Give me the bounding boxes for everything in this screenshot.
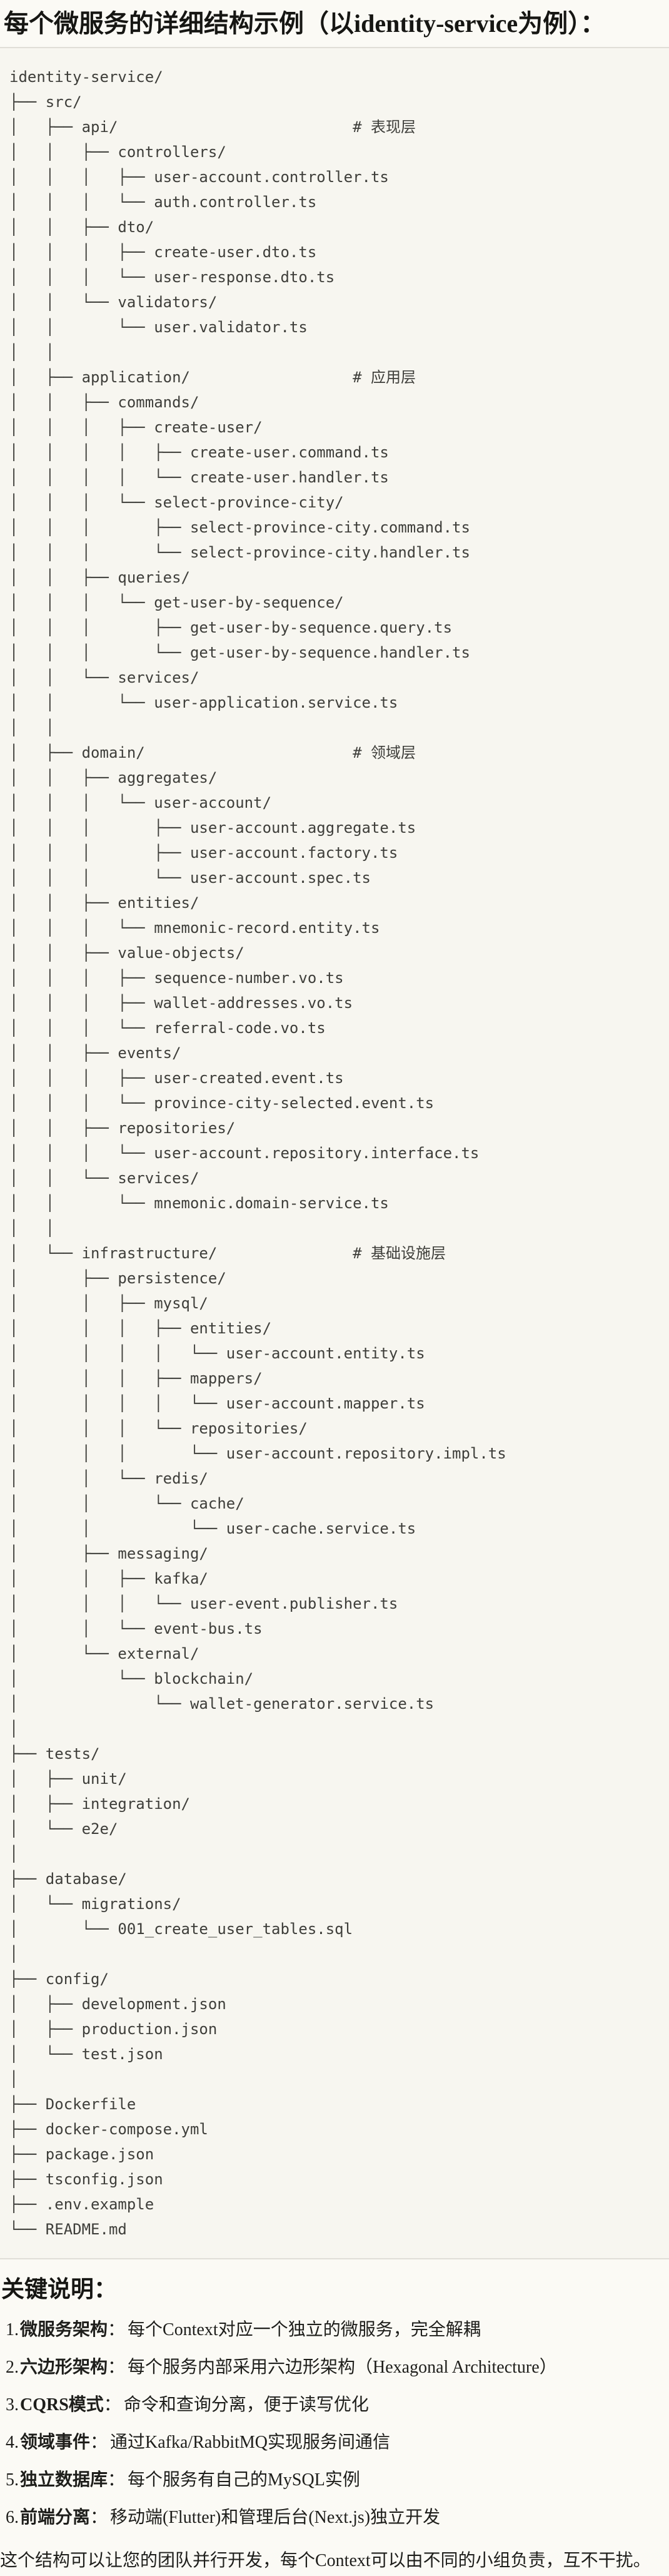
list-item: 5.独立数据库：每个服务有自己的MySQL实例 (6, 2470, 663, 2491)
item-number: 5. (6, 2470, 19, 2490)
list-item: 1.微服务架构：每个Context对应一个独立的微服务，完全解耦 (6, 2319, 663, 2341)
item-term: 前端分离 (20, 2508, 91, 2527)
item-number: 3. (6, 2395, 19, 2415)
item-description: 移动端(Flutter)和管理后台(Next.js)独立开发 (110, 2508, 441, 2527)
list-item: 2.六边形架构：每个服务内部采用六边形架构（Hexagonal Architec… (6, 2357, 663, 2378)
key-notes-heading: 关键说明： (1, 2277, 117, 2303)
item-number: 6. (6, 2508, 19, 2527)
item-description: 每个服务内部采用六边形架构（Hexagonal Architecture） (128, 2358, 557, 2377)
item-description: 命令和查询分离，便于读写优化 (123, 2395, 369, 2415)
list-item: 3.CQRS模式：命令和查询分离，便于读写优化 (6, 2395, 663, 2416)
item-description: 每个Context对应一个独立的微服务，完全解耦 (128, 2320, 481, 2339)
item-separator: ： (108, 2358, 126, 2377)
key-notes-list: 1.微服务架构：每个Context对应一个独立的微服务，完全解耦 2.六边形架构… (0, 2319, 663, 2528)
directory-tree: identity-service/ ├── src/ │ ├── api/ # … (0, 47, 669, 2259)
page-title: 每个微服务的详细结构示例（以identity-service为例）： (4, 9, 606, 38)
item-separator: ： (90, 2508, 108, 2527)
item-number: 4. (6, 2433, 19, 2452)
item-term: 独立数据库 (20, 2470, 108, 2490)
item-term: 领域事件 (20, 2433, 91, 2452)
item-term: CQRS模式 (20, 2395, 104, 2415)
item-number: 2. (6, 2358, 19, 2377)
item-separator: ： (90, 2433, 108, 2452)
key-notes-section: 关键说明： 1.微服务架构：每个Context对应一个独立的微服务，完全解耦 2… (0, 2277, 669, 2572)
item-separator: ： (103, 2395, 121, 2415)
item-separator: ： (108, 2470, 126, 2490)
item-term: 六边形架构 (20, 2358, 108, 2377)
closing-paragraph: 这个结构可以让您的团队并行开发，每个Context可以由不同的小组负责，互不干扰… (0, 2551, 651, 2570)
list-item: 6.前端分离：移动端(Flutter)和管理后台(Next.js)独立开发 (6, 2507, 663, 2528)
item-number: 1. (6, 2320, 19, 2339)
item-separator: ： (108, 2320, 126, 2339)
item-description: 每个服务有自己的MySQL实例 (128, 2470, 360, 2490)
list-item: 4.领域事件：通过Kafka/RabbitMQ实现服务间通信 (6, 2432, 663, 2453)
item-description: 通过Kafka/RabbitMQ实现服务间通信 (110, 2433, 390, 2452)
item-term: 微服务架构 (20, 2320, 108, 2339)
